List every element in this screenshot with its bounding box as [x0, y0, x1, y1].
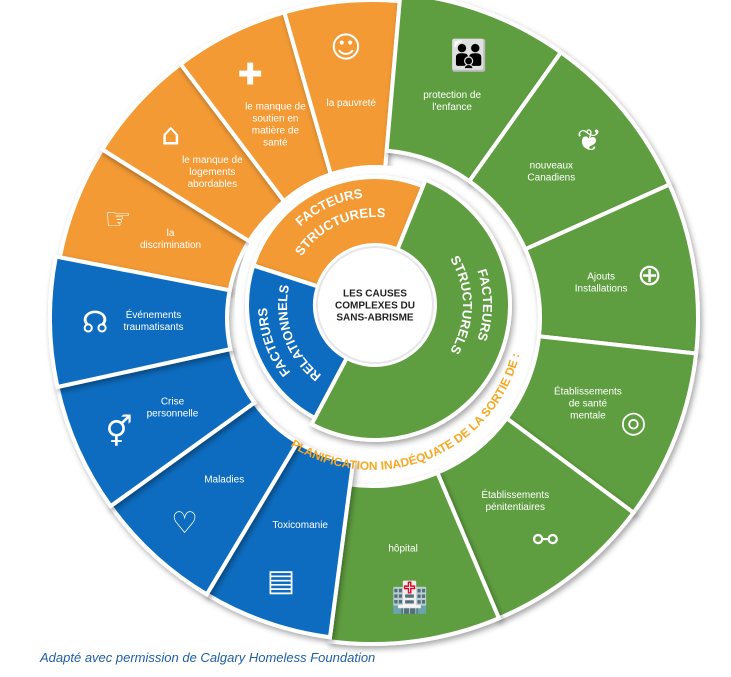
outer-segment-orange-3: la pauvreté ☺ [281, 0, 402, 182]
heart-pulse-icon: ♡ [171, 506, 198, 541]
hospital-icon: 🏥 [391, 579, 428, 615]
segment-label: Maladies [204, 474, 244, 485]
mind-head-icon: ◎ [620, 405, 646, 440]
inner-segment-label: FACTEURS [474, 267, 495, 343]
inner-blue-sector [245, 262, 350, 421]
clipboard-medical-icon: ⊕ [637, 258, 662, 293]
pill-bottle-icon: ▤ [267, 564, 295, 599]
family-icon: 👪 [450, 37, 487, 73]
segment-label: Toxicomanie [272, 520, 328, 531]
outer-segment-green-5: hôpital 🏥 [327, 470, 502, 646]
sitting-person-icon: ☺ [330, 30, 361, 65]
center-disc [316, 246, 434, 364]
inner-green-sector [308, 177, 512, 442]
segment-label: hôpital [388, 543, 417, 554]
house-crossed-icon: ⌂ [161, 118, 180, 153]
inner-orange-sector [250, 175, 426, 289]
medical-cross-crossed-icon: ✚ [238, 58, 263, 93]
maple-leaf-icon: ❦ [577, 124, 602, 159]
brain-head-icon: ☊ [82, 305, 109, 340]
attribution-caption: Adapté avec permission de Calgary Homele… [40, 650, 376, 665]
man-woman-icon: ⚥ [106, 414, 133, 450]
segment-label: la pauvreté [327, 98, 377, 109]
green-sector [327, 470, 502, 646]
blue-sector [48, 254, 233, 390]
pointing-at-person-icon: ☞ [105, 202, 132, 237]
broken-chain-icon: ⚯ [533, 523, 558, 558]
